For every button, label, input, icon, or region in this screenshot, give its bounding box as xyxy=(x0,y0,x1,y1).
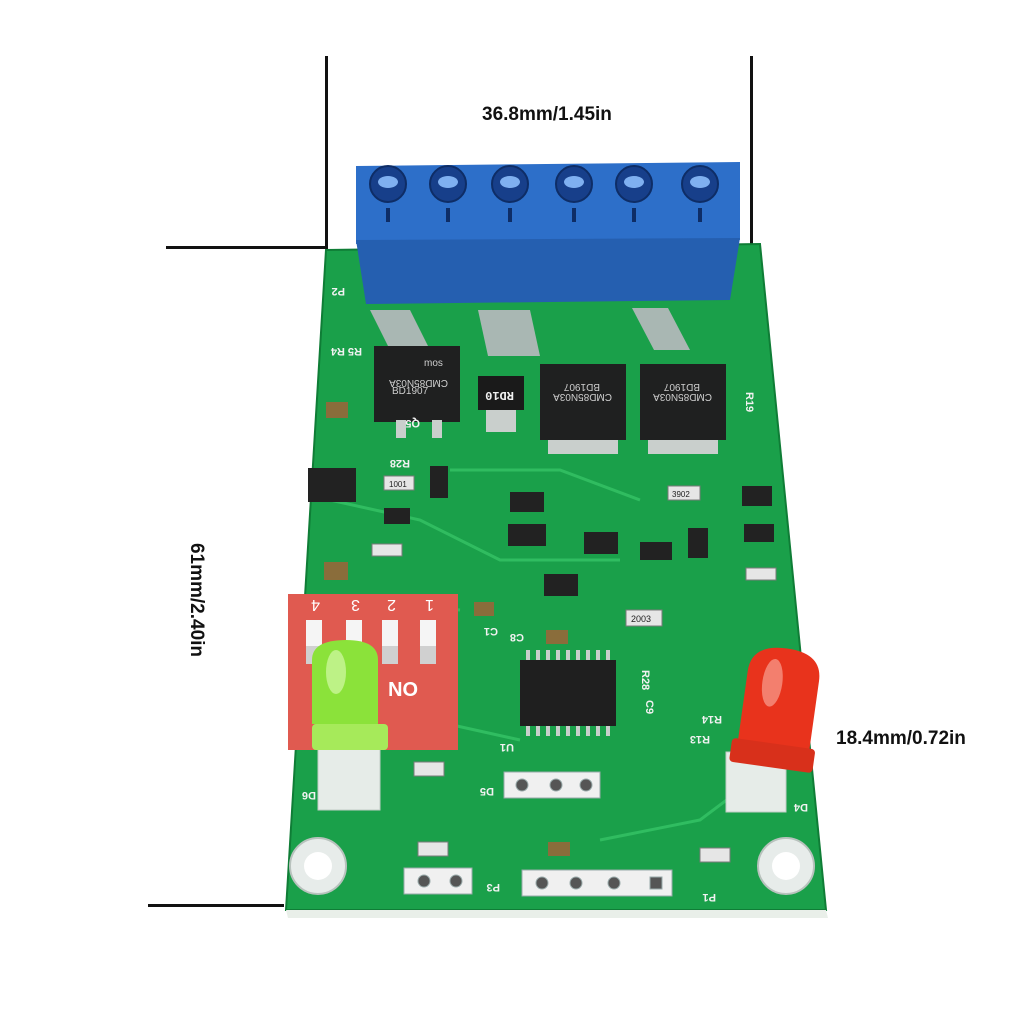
diode-footprint-d5 xyxy=(503,771,601,799)
resistor-2003: 2003 xyxy=(631,614,651,624)
label-r28: R28 xyxy=(390,457,410,469)
dip-number-3: 3 xyxy=(351,596,360,613)
width-line-left xyxy=(325,56,328,248)
label-c8: C8 xyxy=(510,631,524,643)
mosfet-q5-date: BD1907 xyxy=(392,386,429,397)
diode-rd10-text: RD10 xyxy=(485,388,514,402)
label-r19: R19 xyxy=(743,392,755,412)
label-r14: R14 xyxy=(701,713,722,725)
label-u1: U1 xyxy=(500,741,514,753)
header-p1 xyxy=(521,869,673,897)
mosfet-2 xyxy=(540,364,626,454)
label-p2: P2 xyxy=(332,285,345,297)
label-c1: C1 xyxy=(484,625,498,637)
width-dimension-label: 36.8mm/1.45in xyxy=(482,104,612,125)
ic-u1 xyxy=(520,650,616,736)
label-r5r4: R5 R4 xyxy=(330,345,362,357)
dip-number-1: 1 xyxy=(425,596,434,613)
label-d6: D6 xyxy=(302,789,316,801)
green-led xyxy=(312,640,388,811)
label-r13: R13 xyxy=(690,733,710,745)
svg-text:CMD85N03A: CMD85N03A xyxy=(389,377,448,388)
dip-number-4: 4 xyxy=(311,596,320,613)
screw-terminal-block xyxy=(356,162,740,304)
label-p3: P3 xyxy=(487,881,500,893)
resistor-1001: 1001 xyxy=(389,480,407,489)
mounting-hole-right xyxy=(757,837,815,895)
label-p1: P1 xyxy=(703,891,716,903)
diode-rd10 xyxy=(478,376,524,432)
mosfet-3 xyxy=(640,364,726,454)
led-dimension-label: 18.4mm/0.72in xyxy=(836,728,966,749)
mounting-hole-left xyxy=(289,837,347,895)
length-tick-bottom xyxy=(148,904,284,907)
resistor-3902: 3902 xyxy=(672,490,690,499)
width-line-right xyxy=(750,56,753,248)
label-r28b: R28 xyxy=(639,670,651,690)
header-p3 xyxy=(403,867,473,895)
mosfet-2-marking: CMD85N03A xyxy=(553,391,612,402)
mosfet-2-date: BD1907 xyxy=(563,381,600,392)
dip-number-2: 2 xyxy=(387,596,396,613)
width-tick-left xyxy=(166,246,328,249)
mosfet-3-marking: CMD85N03A xyxy=(653,391,712,402)
dip-switch-on-label: ON xyxy=(388,677,418,699)
mosfet-q5-brand: mos xyxy=(424,358,443,369)
label-c9: C9 xyxy=(643,700,655,714)
label-q5: Q5 xyxy=(405,417,420,429)
label-d4: D4 xyxy=(793,801,808,813)
mosfet-3-date: BD1907 xyxy=(663,381,700,392)
label-d5: D5 xyxy=(480,785,494,797)
red-led xyxy=(725,647,820,813)
mosfet-q5: CMD85N03A xyxy=(374,346,460,438)
